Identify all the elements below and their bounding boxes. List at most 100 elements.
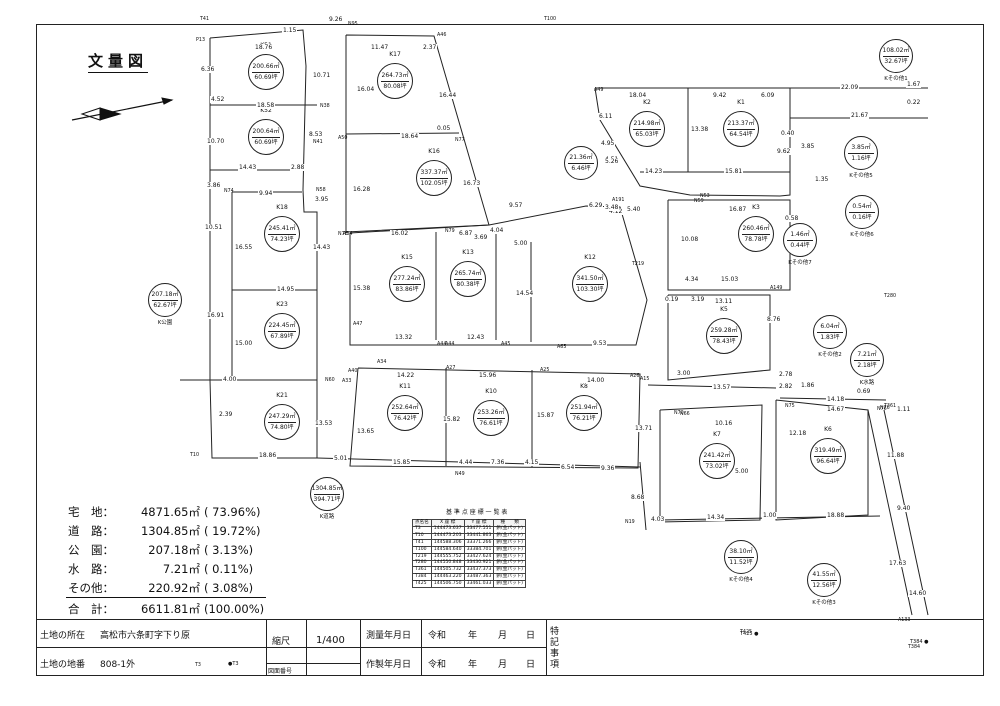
reference-table-cell: 鋲(金パット) [493,559,526,568]
lot-id: K1 [737,99,745,106]
reference-table-cell: 鋲(金パット) [493,546,526,554]
other-tsubo: 2.18坪 [857,361,877,369]
road-line [883,409,929,616]
area-summary-row: その他：220.92㎡( 3.08%) [66,578,266,598]
lot-number-label: 土地の地番 [40,660,86,670]
area-summary-value: 7.21㎡ [162,561,200,576]
distance-label: 15.03 [720,276,740,283]
lot-area: 213.37㎡ [727,120,755,128]
divider [420,177,448,179]
survey-year: 年 [468,631,478,641]
made-day: 日 [526,660,536,670]
area-summary-value: 1304.85㎡ [140,523,200,538]
reference-table-cell: 33461.033 [463,580,495,588]
point-name: T219 [632,262,645,267]
point-name: N60 [325,378,335,383]
distance-label: 6.11 [598,113,614,120]
distance-label: 0.40 [780,130,796,137]
point-t425: T425 ● [740,631,759,637]
point-name: A34 [377,360,387,365]
divider [568,162,594,164]
lot-number-value: 808-1外 [100,660,136,670]
point-name: T3 [195,663,201,668]
other-label: Kその他6 [850,232,874,238]
reference-table-cell: 鋲(金パット) [493,539,526,548]
distance-label: 1.86 [800,382,816,389]
divider [854,359,880,361]
other-tsubo: 1.16坪 [851,154,871,162]
lot-id: K13 [462,249,474,256]
distance-label: 2.82 [778,383,794,390]
lot-id: K10 [485,388,497,395]
distance-label: 8.53 [308,131,324,138]
boundary-central-south [349,367,641,469]
distance-label: 18.58 [256,102,276,109]
point-name: N38 [320,104,330,109]
distance-label: 6.87 [458,230,474,237]
distance-label: 5.26 [604,158,620,165]
point-name: A26 [630,374,640,379]
distance-label: 10.51 [204,224,224,231]
distance-label: 13.11 [714,298,734,305]
area-summary-row: 宅 地：4871.65㎡( 73.96%) [66,502,266,521]
distance-label: 18.88 [826,512,846,519]
distance-label: 16.02 [390,230,410,237]
distance-label: 1.15 [282,27,298,34]
divider [814,455,842,457]
area-summary-pct: ( 19.72%) [204,523,261,538]
distance-label: 14.34 [706,514,726,521]
other-area: 207.18㎡ [151,291,179,299]
lot-tsubo: 60.69坪 [254,73,278,81]
distance-label: 9.94 [258,190,274,197]
point-name: T10 [190,453,200,458]
lot-id: K2 [643,99,651,106]
other-tsubo: 0.16坪 [852,213,872,221]
area-summary-label: 公 園： [68,542,114,557]
other-tsubo: 1.83坪 [820,333,840,341]
reference-table-cell: 144550.848 [430,559,465,568]
distance-label: 18.64 [400,133,420,140]
reference-table-cell: 33430.921 [463,559,495,568]
point-name: N79 [445,229,455,234]
point-name: T280 [884,294,897,299]
point-name: N59 [694,199,704,204]
distance-label: 4.03 [650,516,666,523]
lot-tsubo: 67.89坪 [270,332,294,340]
location-label: 土地の所在 [40,631,86,641]
other-label: Kその他1 [884,76,908,82]
area-summary-value: 4871.65㎡ [140,504,200,519]
lot-tsubo: 96.64坪 [816,457,840,465]
drawing-number-label: 図面番号 [268,668,293,675]
reference-table-cell: 144463.220 [430,573,465,582]
lot-area: 264.73㎡ [381,72,409,80]
area-summary-row: 道 路：1304.85㎡( 19.72%) [66,521,266,540]
other-tsubo: 0.44坪 [790,241,810,249]
distance-label: 10.71 [312,72,332,79]
lot-area: 341.50㎡ [576,275,604,283]
lot-id: K11 [399,383,411,390]
north-arrow-icon [71,97,174,121]
distance-label: 9.42 [712,92,728,99]
lot-tsubo: 102.05坪 [420,179,448,187]
other-area: 0.54㎡ [852,203,872,211]
point-name: A44 [437,342,447,347]
distance-label: 8.68 [630,494,646,501]
distance-label: 6.29 [588,202,604,209]
area-summary-label: その他： [68,580,114,595]
area-total-row: 合 計： 6611.81㎡ (100.00%) [66,597,267,619]
distance-label: 10.70 [206,138,226,145]
point-name: A47 [353,322,363,327]
divider [849,211,875,213]
boundary-west-block [209,29,318,459]
made-date-label: 作製年月日 [366,660,412,670]
point-name: T41 [200,17,210,22]
